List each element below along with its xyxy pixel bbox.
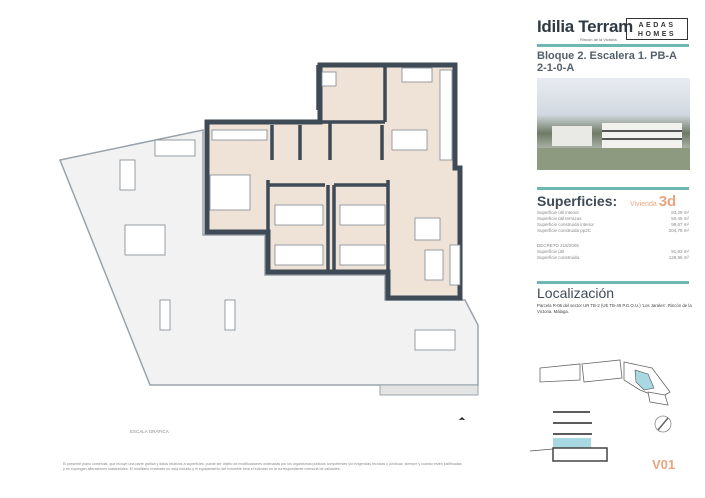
unit-section-highlight <box>553 438 591 448</box>
unit-title: Bloque 2. Escalera 1. PB-A 2-1-0-A <box>537 50 677 74</box>
terrace-strip <box>379 384 479 396</box>
interior-walls <box>266 65 390 298</box>
brand-name: Idilia Terram <box>537 17 633 36</box>
aedas-logo: AEDAS HOMES <box>626 18 688 40</box>
unit-highlight <box>634 369 655 391</box>
surfaces-title: Superficies: <box>537 193 618 209</box>
unit-type: Vivienda 3d <box>630 193 677 210</box>
disclaimer: El presente plano comercial, que incluye… <box>63 462 462 471</box>
divider <box>537 44 689 47</box>
brand-subtitle: Rincón de la Victoria <box>580 37 617 42</box>
plan-code: V01 <box>652 457 676 472</box>
divider <box>537 281 689 284</box>
floor-plan: N 0 1 2 3 4 5m B <box>58 62 479 420</box>
building-photo <box>537 78 690 170</box>
divider <box>537 187 689 190</box>
decree-title: DECRETO 218/2005 <box>537 243 579 248</box>
furniture <box>119 67 461 351</box>
scale-label: ESCALA GRÁFICA <box>130 429 169 434</box>
location-text: Parcela R-06 del sector UR TB-2 (UE TB-4… <box>537 303 692 314</box>
energy-rating-label: B <box>458 416 466 420</box>
key-plan <box>529 359 672 462</box>
location-title: Localización <box>537 285 615 301</box>
